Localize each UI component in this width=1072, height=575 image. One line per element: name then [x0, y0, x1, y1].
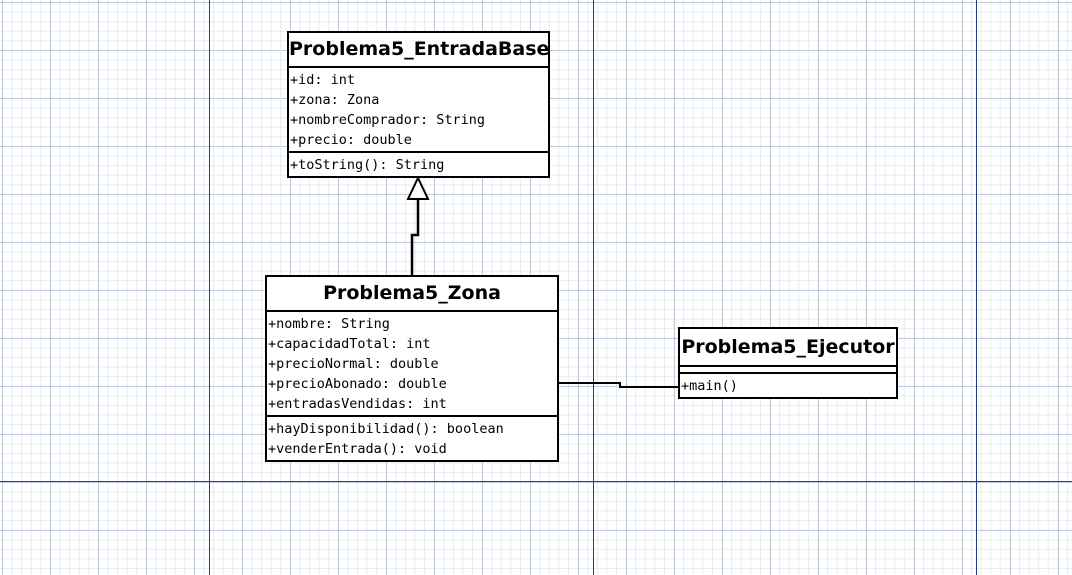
attribute: +precio: double	[290, 132, 412, 148]
generalization-line	[410, 199, 420, 275]
class-name: Problema5_EntradaBase	[289, 33, 549, 68]
attributes-section	[680, 367, 896, 374]
method: +venderEntrada(): void	[268, 441, 447, 457]
method: +toString(): String	[290, 157, 445, 173]
attribute: +nombre: String	[268, 316, 390, 332]
attributes-section: +nombre: String +capacidadTotal: int +pr…	[267, 312, 557, 417]
attribute: +nombreComprador: String	[290, 112, 486, 128]
page-boundary-line	[0, 481, 1072, 482]
class-name: Problema5_Zona	[267, 277, 557, 312]
class-entrada-base[interactable]: Problema5_EntradaBase +id: int +zona: Zo…	[287, 31, 550, 178]
page-boundary-line	[976, 0, 977, 575]
methods-section: +main()	[680, 374, 896, 397]
attribute: +zona: Zona	[290, 92, 380, 108]
attribute: +capacidadTotal: int	[268, 336, 431, 352]
methods-section: +hayDisponibilidad(): boolean +venderEnt…	[267, 417, 557, 460]
method: +main()	[681, 378, 738, 394]
attribute: +entradasVendidas: int	[268, 396, 447, 412]
class-ejecutor[interactable]: Problema5_Ejecutor +main()	[678, 327, 898, 399]
association-line	[557, 382, 680, 388]
generalization-arrowhead	[406, 175, 430, 200]
attributes-section: +id: int +zona: Zona +nombreComprador: S…	[289, 68, 548, 153]
class-name: Problema5_Ejecutor	[680, 329, 896, 367]
method: +hayDisponibilidad(): boolean	[268, 421, 504, 437]
attribute: +precioNormal: double	[268, 356, 439, 372]
attribute: +id: int	[290, 72, 356, 88]
page-boundary-line	[593, 0, 594, 575]
methods-section: +toString(): String	[289, 153, 548, 176]
page-boundary-line	[209, 0, 210, 575]
class-zona[interactable]: Problema5_Zona +nombre: String +capacida…	[265, 275, 559, 462]
attribute: +precioAbonado: double	[268, 376, 447, 392]
